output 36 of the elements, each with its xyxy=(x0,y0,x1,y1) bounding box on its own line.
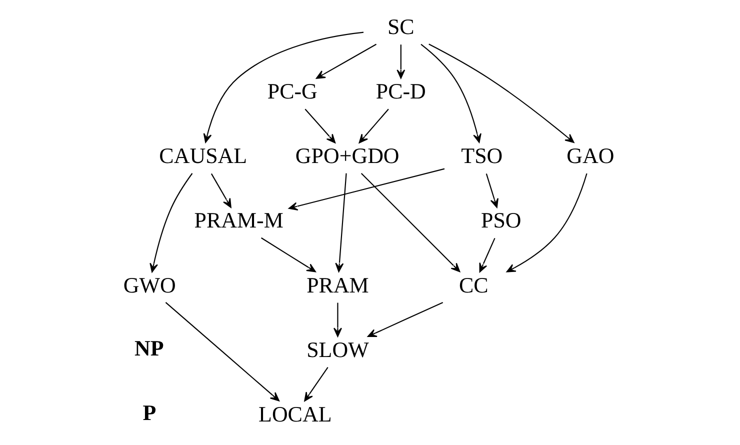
node-text: PC-G xyxy=(267,78,318,104)
node-text: SC xyxy=(387,14,414,40)
arrow xyxy=(360,172,460,272)
node-text: GWO xyxy=(123,272,176,298)
node-text: PRAM-M xyxy=(194,208,284,233)
arrow xyxy=(150,173,193,272)
arrow xyxy=(333,302,342,337)
arrow xyxy=(165,302,280,402)
arrow xyxy=(203,32,364,143)
arrow xyxy=(506,173,588,272)
arrow xyxy=(210,173,232,208)
arrow xyxy=(304,108,336,144)
node-text: TSO xyxy=(461,143,503,168)
node-text: GPO+GDO xyxy=(295,143,400,168)
label: NP xyxy=(134,335,164,360)
node-text: LOCAL xyxy=(258,401,332,426)
arrow xyxy=(261,237,316,272)
arrow xyxy=(304,367,328,402)
arrow xyxy=(358,108,389,144)
node-text: CAUSAL xyxy=(159,143,248,168)
node-text: GAO xyxy=(566,143,614,168)
node-text: PSO xyxy=(481,208,522,233)
arrow xyxy=(335,173,347,272)
arrow xyxy=(420,44,482,143)
arrow xyxy=(316,44,377,79)
label: P xyxy=(142,400,156,425)
node-text: PRAM xyxy=(306,272,369,298)
arrow xyxy=(479,238,496,272)
node-text: SLOW xyxy=(306,336,369,362)
arrow xyxy=(486,174,498,208)
arrow xyxy=(288,168,445,210)
arrow xyxy=(367,302,444,337)
node-text: PC-D xyxy=(376,78,426,104)
node-text: CC xyxy=(459,272,488,298)
arrow xyxy=(396,44,406,79)
arrow xyxy=(428,44,574,143)
